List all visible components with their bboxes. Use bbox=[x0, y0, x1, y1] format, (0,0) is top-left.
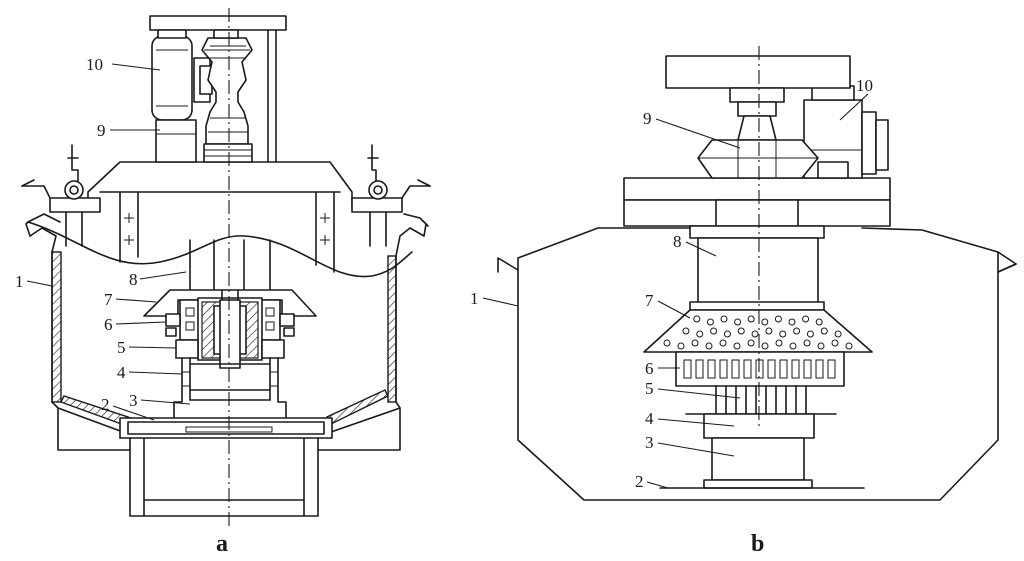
cover-perforation bbox=[802, 315, 810, 323]
stator-slot bbox=[743, 359, 752, 379]
motor-b bbox=[803, 85, 889, 179]
cover-perforation bbox=[720, 315, 728, 323]
cover-perforation bbox=[677, 342, 685, 350]
cover-perforation bbox=[682, 327, 690, 335]
label-b-6: 6 bbox=[645, 359, 654, 378]
labels-a: 10 9 8 7 6 5 4 3 2 1 bbox=[15, 55, 138, 414]
cover-perforation bbox=[663, 339, 671, 347]
label-b-5: 5 bbox=[645, 379, 654, 398]
cutaway-break-line-a bbox=[27, 221, 413, 278]
label-a-3: 3 bbox=[129, 391, 138, 410]
cover-perforation bbox=[747, 339, 755, 347]
cover-perforation bbox=[817, 342, 825, 350]
hood-a bbox=[87, 161, 353, 273]
cover-perforation bbox=[693, 315, 701, 323]
label-a-7: 7 bbox=[104, 290, 113, 309]
cover-perforation bbox=[845, 342, 853, 350]
caption-a: a bbox=[216, 531, 228, 557]
side-lug-right-a bbox=[351, 144, 431, 247]
label-b-7: 7 bbox=[645, 291, 654, 310]
label-b-2: 2 bbox=[635, 472, 644, 491]
cover-perforation bbox=[831, 339, 839, 347]
stator-slot bbox=[827, 359, 836, 379]
transmission-a bbox=[193, 29, 253, 163]
label-a-2: 2 bbox=[101, 395, 110, 414]
figure-b: 10 9 8 7 6 5 4 3 2 1 b bbox=[470, 46, 1017, 557]
cover-perforation bbox=[765, 327, 773, 335]
label-a-8: 8 bbox=[129, 270, 138, 289]
stator-b bbox=[675, 351, 845, 387]
cover-perforation bbox=[774, 315, 782, 323]
stator-slot bbox=[779, 359, 788, 379]
cover-perforation bbox=[719, 339, 727, 347]
stator-slot bbox=[695, 359, 704, 379]
side-lug-left-a bbox=[21, 144, 101, 247]
cover-perforation bbox=[751, 330, 759, 338]
stator-slot bbox=[719, 359, 728, 379]
cover-perforation bbox=[710, 327, 718, 335]
gearbox-b bbox=[665, 55, 851, 179]
rotor-b bbox=[715, 385, 807, 415]
stator-slot bbox=[683, 359, 692, 379]
cover-perforation bbox=[834, 330, 842, 338]
lower-column-b bbox=[659, 413, 865, 489]
stator-rotor-a bbox=[165, 289, 295, 369]
caption-b: b bbox=[751, 531, 764, 557]
cover-perforation bbox=[806, 330, 814, 338]
cover-perforation bbox=[761, 318, 769, 326]
cover-perforation bbox=[696, 330, 704, 338]
cover-perforation bbox=[779, 330, 787, 338]
motor-a bbox=[149, 15, 287, 163]
cover-perforation bbox=[733, 342, 741, 350]
label-a-10: 10 bbox=[86, 55, 103, 74]
cover-plate-b bbox=[643, 309, 873, 353]
label-b-3: 3 bbox=[645, 433, 654, 452]
cover-perforation bbox=[691, 339, 699, 347]
label-a-9: 9 bbox=[97, 121, 106, 140]
label-b-9: 9 bbox=[643, 109, 652, 128]
label-b-8: 8 bbox=[673, 232, 682, 251]
cover-perforation bbox=[706, 318, 714, 326]
label-a-1: 1 bbox=[15, 272, 24, 291]
labels-b: 10 9 8 7 6 5 4 3 2 1 bbox=[470, 76, 873, 491]
stator-slot bbox=[791, 359, 800, 379]
cover-perforation bbox=[747, 315, 755, 323]
cover-perforation bbox=[793, 327, 801, 335]
cover-perforation bbox=[815, 318, 823, 326]
cover-perforation bbox=[737, 327, 745, 335]
lower-column-a bbox=[173, 357, 287, 419]
stator-slot bbox=[767, 359, 776, 379]
top-deck-b bbox=[623, 177, 891, 227]
cover-perforation bbox=[734, 318, 742, 326]
stator-slot bbox=[815, 359, 824, 379]
label-a-5: 5 bbox=[117, 338, 126, 357]
label-b-10: 10 bbox=[856, 76, 873, 95]
cover-perforation bbox=[723, 330, 731, 338]
cover-perforation bbox=[789, 342, 797, 350]
cover-perforation bbox=[705, 342, 713, 350]
cover-perforation bbox=[788, 318, 796, 326]
tank-body-b bbox=[497, 227, 1017, 501]
cover-perforation bbox=[803, 339, 811, 347]
stator-slot bbox=[731, 359, 740, 379]
label-a-6: 6 bbox=[104, 315, 113, 334]
base-plate-a bbox=[119, 417, 333, 517]
cover-perforation bbox=[775, 339, 783, 347]
leader-lines-a bbox=[26, 63, 191, 421]
tank-shell-a bbox=[25, 213, 429, 451]
figure-a: 10 9 8 7 6 5 4 3 2 1 a bbox=[15, 8, 431, 557]
stator-slot bbox=[803, 359, 812, 379]
standpipe-b bbox=[689, 225, 825, 311]
cover-perforation bbox=[761, 342, 769, 350]
label-b-4: 4 bbox=[645, 409, 654, 428]
leader-lines-b bbox=[482, 93, 869, 489]
stator-slot bbox=[707, 359, 716, 379]
standpipe-a bbox=[189, 239, 271, 297]
label-b-1: 1 bbox=[470, 289, 479, 308]
label-a-4: 4 bbox=[117, 363, 126, 382]
cover-plate-a bbox=[143, 289, 317, 317]
cover-perforation bbox=[820, 327, 828, 335]
